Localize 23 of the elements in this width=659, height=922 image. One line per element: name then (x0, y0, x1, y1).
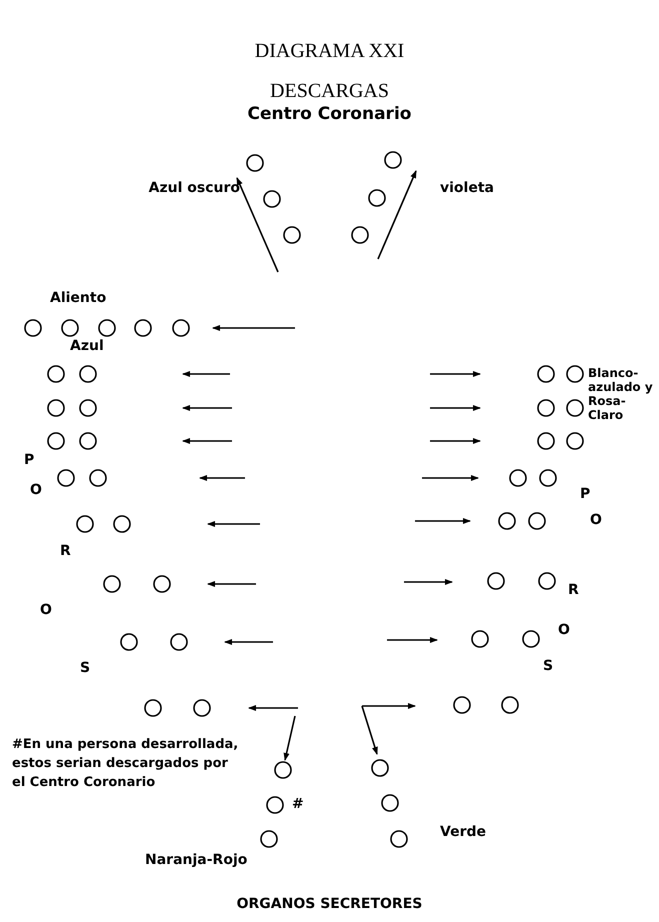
subtitle: DESCARGAS (269, 80, 390, 102)
letter-label: O (558, 622, 570, 638)
letter-label: R (568, 582, 579, 598)
letter-label: P (580, 486, 590, 502)
letter-label: O (30, 482, 42, 498)
color-label: violeta (440, 180, 494, 196)
letter-label: S (80, 660, 90, 676)
center-label: Aliento (50, 290, 106, 306)
title: DIAGRAMA XXI (254, 40, 406, 62)
color-label: Naranja-Rojo (145, 852, 248, 868)
color-label: Azul oscuro (148, 180, 240, 196)
letter-label: O (40, 602, 52, 618)
letter-label: P (24, 452, 34, 468)
color-label: Blanco-azulado y Rosa-Claro (588, 366, 654, 422)
color-label: Verde (440, 824, 486, 840)
footnote-mark: # (292, 796, 304, 812)
footnote: #En una persona desarrollada, estos serian descargados por el Centro Coronario (12, 736, 240, 792)
letter-label: S (543, 658, 554, 674)
color-label: Azul (70, 338, 104, 354)
center-label: ORGANOS SECRETORES (236, 896, 424, 912)
letter-label: R (60, 543, 71, 559)
center-label: Centro Coronario (246, 106, 412, 122)
letter-label: O (590, 512, 602, 528)
